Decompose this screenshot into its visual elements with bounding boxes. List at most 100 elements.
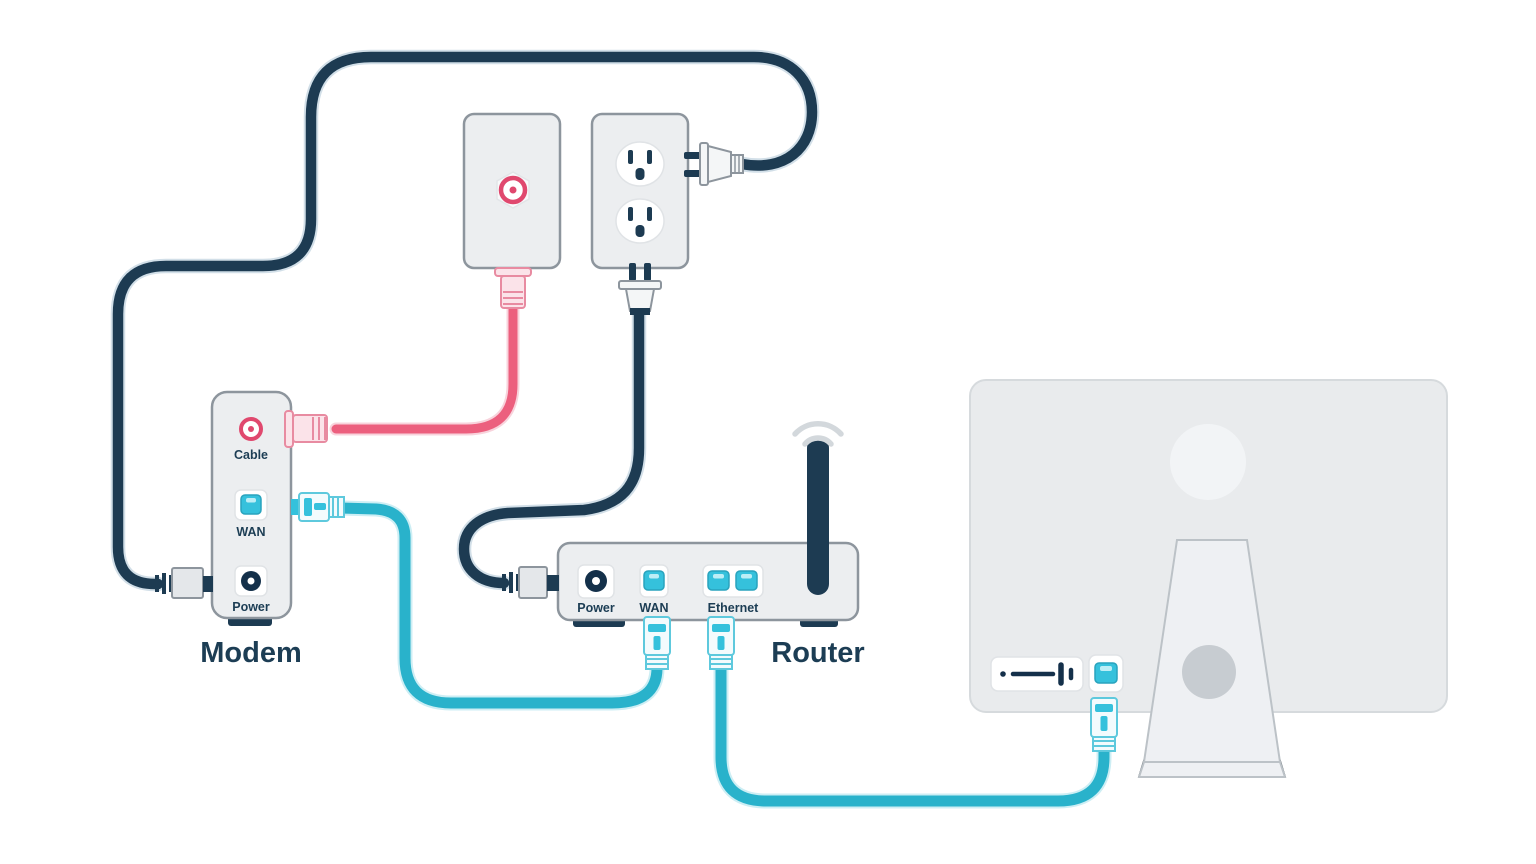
router-ethernet-port-label: Ethernet [708, 601, 760, 615]
ethernet-plug-band [712, 624, 730, 632]
plug-ribs [730, 154, 744, 174]
router-to-computer-ethernet-cable [713, 656, 1112, 809]
router-wan-port: WAN [639, 564, 669, 615]
plug-body [624, 288, 656, 312]
wifi-signal-icon [802, 435, 834, 447]
ethernet-port-icon-2 [735, 570, 758, 591]
modem-cable-port: Cable [234, 417, 268, 462]
power-outlet-plate [590, 112, 690, 270]
ethernet-plug-bar [653, 636, 661, 650]
ethernet-port-icon [240, 494, 262, 515]
wan-ethernet-cable-core [334, 502, 663, 709]
power-outlet-body [590, 112, 690, 270]
computer-monitor [969, 379, 1448, 778]
coax-cable-casing [329, 299, 520, 436]
coax-wall-plate [462, 112, 562, 270]
power-jack-pin [592, 577, 600, 585]
coax-cable-core [331, 301, 518, 434]
ethernet-port-icon-1 [707, 570, 730, 591]
coax-plug-body [292, 414, 328, 443]
power-jack-pin [247, 577, 255, 585]
ethernet-plug-ribs [710, 658, 732, 665]
ethernet-port-slot [1100, 666, 1112, 671]
outlet-slot-right [647, 207, 652, 221]
ethernet-port-slot [246, 498, 256, 503]
ethernet-port-slot-2 [741, 574, 752, 579]
coax-plug-wall [494, 267, 532, 309]
outlet-slot-right [647, 150, 652, 164]
ethernet-plug-computer [1090, 697, 1118, 752]
router-power-cable [456, 306, 647, 591]
coax-plug-flange [284, 410, 294, 448]
outlet-ground-hole [635, 168, 645, 180]
modem-to-router-ethernet-cable [332, 500, 665, 711]
outlet-ground-hole [635, 225, 645, 237]
plug-prong-bottom [684, 170, 702, 177]
ethernet-plug-bar [1100, 716, 1108, 731]
ethernet-plug-ribs [1093, 740, 1115, 747]
coax-plug-ribs [312, 417, 326, 440]
stand-cable-hole [1182, 645, 1236, 699]
outlet-slot-left [628, 207, 633, 221]
modem-wan-port: WAN [234, 489, 268, 539]
ethernet-plug-band [1095, 704, 1113, 712]
modem-power-port: Power [232, 565, 270, 614]
ethernet-plug-boot [645, 654, 669, 670]
router-power-port: Power [577, 564, 615, 615]
barrel-plug-tip [203, 576, 213, 592]
modem: Cable WAN Power Modem [200, 390, 302, 669]
modem-power-cable [110, 49, 820, 592]
outlet-receptacle-bottom [615, 198, 665, 244]
coax-plug-ribs [503, 291, 523, 305]
wifi-signal-icon-outer [792, 421, 844, 437]
coax-plug-modem [284, 410, 328, 448]
coax-port-pin [248, 426, 254, 432]
ethernet-plug-bar [717, 636, 725, 650]
ethernet-port-icon [643, 570, 665, 591]
modem-cable-port-label: Cable [234, 448, 268, 462]
plug-flange [699, 142, 709, 186]
router-antenna [807, 437, 829, 595]
coax-plug-flange [494, 267, 532, 277]
plug-flange [618, 280, 662, 290]
plug-prong-top [684, 152, 702, 159]
ethernet-plug-modem-wan [291, 492, 345, 522]
modem-label: Modem [200, 637, 302, 669]
wall-plug-bottom [618, 263, 662, 315]
ethernet-plug-router-lan [707, 616, 735, 670]
power-plug-router [502, 566, 559, 599]
coax-cable [329, 299, 520, 436]
router-ethernet-ports: Ethernet [702, 564, 764, 615]
ethernet-plug-ribs [646, 658, 668, 665]
router-label: Router [771, 637, 864, 669]
ethernet-port-slot [649, 574, 659, 579]
ethernet-plug-boot [1092, 736, 1116, 752]
barrel-plug-body [171, 567, 204, 599]
modem-wan-port-label: WAN [236, 525, 265, 539]
outlet-slot-left [628, 150, 633, 164]
power-led-icon [1000, 671, 1006, 677]
coax-connector-pin [509, 186, 517, 194]
plug-prong-left [629, 263, 636, 281]
monitor-ethernet-port [1088, 654, 1124, 693]
router-wan-port-label: WAN [639, 601, 668, 615]
barrel-plug-tip [547, 575, 559, 591]
monitor-logo-circle [1170, 424, 1246, 500]
router-power-cable-core [458, 308, 645, 589]
ethernet-plug-tip [291, 499, 300, 515]
plug-prong-right [644, 263, 651, 281]
monitor-stand-base [1137, 761, 1287, 778]
modem-power-cable-core [112, 51, 818, 590]
modem-power-port-label: Power [232, 600, 270, 614]
plug-body [707, 144, 732, 184]
ethernet-plug-bar [314, 503, 326, 510]
router-power-port-label: Power [577, 601, 615, 615]
ethernet-plug-band [304, 498, 312, 516]
ethernet-plug-ribs [332, 497, 339, 517]
barrel-plug-body [518, 566, 548, 599]
ethernet-plug-band [648, 624, 666, 632]
computer-ethernet-cable-core [715, 658, 1110, 807]
monitor-io-panel [990, 656, 1084, 692]
